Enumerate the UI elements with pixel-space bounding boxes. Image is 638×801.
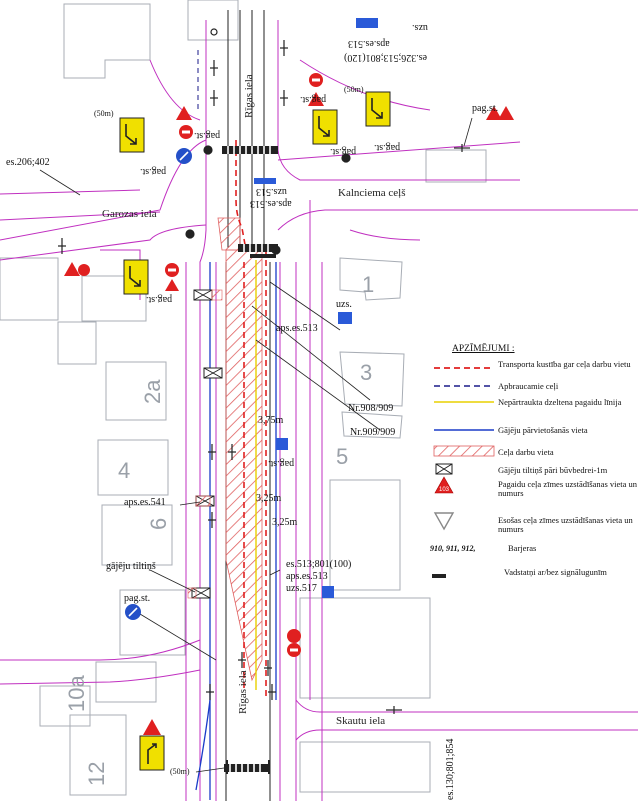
- legend-item-label: Gājēju pārvietošanās vieta: [498, 425, 588, 435]
- house-number: 3: [360, 360, 373, 385]
- pag-st-label: pag.st.: [472, 103, 499, 114]
- annotation-uzs-513: uzs.513: [256, 186, 287, 197]
- street-kalnciema: Kalnciema ceļš: [338, 187, 406, 199]
- annotation-es-130-801-854: es.130;801;854: [445, 738, 456, 800]
- zebra-crossings: [222, 146, 278, 772]
- house-number: 2a: [140, 379, 165, 404]
- pag-st-label: pag.st.: [194, 130, 221, 141]
- pag-st-label: pag.st.: [300, 94, 327, 105]
- legend-item-label: Gājēju tiltiņš pāri būvbedrei-1m: [498, 465, 608, 475]
- house-number: 5: [336, 444, 349, 469]
- annotation-uzs-mid: uzs.: [336, 299, 352, 310]
- annotation-dist-375: 3,75m: [258, 415, 284, 426]
- leader-lines: [39, 117, 473, 773]
- house-number: 12: [84, 761, 109, 786]
- pag-st-label: pag.st.: [330, 146, 357, 157]
- annotation-dist-325a: 3,25m: [256, 493, 282, 504]
- pedestrian-paths: [195, 262, 277, 800]
- annotation-nr-908-909: Nr.908/909: [348, 403, 394, 414]
- legend-item-label: Barjeras: [508, 543, 537, 553]
- legend-item-label: Nepārtraukta dzeltena pagaidu līnija: [498, 397, 622, 407]
- annotation-gajeju-tiltins: gājēju tiltiņš: [106, 561, 156, 572]
- house-number: 10a: [64, 675, 89, 712]
- house-number: 6: [146, 517, 171, 530]
- annotation-aps-es-513-low: aps.es.513: [286, 571, 328, 582]
- pag-st-label: pag.st.: [268, 458, 295, 469]
- pag-st-label: pag.st.: [374, 142, 401, 153]
- annotation-dist-50-top-left: (50m): [94, 109, 114, 118]
- annotation-uzs-top: uzs.: [412, 22, 428, 33]
- pedestrian-bridge-icons: [191, 289, 223, 599]
- lane-shift-sign-icons: [119, 91, 391, 771]
- house-number: 1: [362, 272, 375, 297]
- annotation-aps-es-541: aps.es.541: [124, 497, 166, 508]
- light-post-icons: [58, 28, 470, 714]
- legend-symbols: 103: [432, 367, 495, 578]
- annotation-uzs-517: uzs.517: [286, 583, 317, 594]
- blue-info-sign-icons: [254, 18, 378, 598]
- pag-st-label: pag.st.: [146, 294, 173, 305]
- annotation-dist-50-top-right: (50m): [344, 85, 364, 94]
- annotation-nr-909-909: Nr.909/909: [350, 427, 396, 438]
- bridge-hatch: [187, 289, 223, 599]
- street-skautu: Skautu iela: [336, 715, 386, 727]
- traffic-route: [235, 140, 267, 700]
- annotation-dist-325b: 3,25m: [272, 517, 298, 528]
- legend-item-label: Ceļa darbu vieta: [498, 447, 554, 457]
- zebra-gaps: [227, 146, 271, 772]
- annotation-aps-es-513-top: aps.es.513: [348, 38, 390, 49]
- road-outlines: [0, 20, 638, 801]
- street-garozas: Garozas iela: [102, 208, 157, 220]
- annotation-es-513-801: es.513;801(100): [286, 559, 352, 570]
- legend-item-label: Transporta kustība gar ceļa darbu vietu: [498, 359, 631, 369]
- annotation-aps-es-513-upper: aps.es.513: [250, 198, 292, 209]
- annotation-es-326-513: es.326;513;801(120): [344, 52, 428, 63]
- legend-item-label: Esošas ceļa zīmes uzstādīšanas vieta un …: [498, 515, 633, 534]
- legend-item-label: Pagaidu ceļa zīmes uzstādīšanas vieta un…: [498, 479, 638, 498]
- street-rigas-bottom: Rīgas iela: [237, 670, 249, 714]
- warning-sign-icons: [64, 73, 514, 735]
- legend-item-label: Apbraucamie ceļi: [498, 381, 559, 391]
- pag-st-label: pag.st.: [140, 166, 167, 177]
- annotation-dist-50-bottom: (50m): [170, 767, 190, 776]
- house-number: 4: [118, 458, 131, 483]
- street-rigas-top: Rīgas iela: [243, 74, 255, 118]
- legend-title: APZĪMĒJUMI :: [452, 344, 515, 354]
- svg-text:103: 103: [439, 487, 450, 493]
- building-outlines: [0, 0, 487, 796]
- annotation-es-206-402: es.206;402: [6, 157, 50, 168]
- mandatory-direction-icons: [125, 148, 192, 620]
- barrier-codes: 910, 911, 912,: [430, 544, 476, 553]
- barrier-icons: [226, 254, 276, 774]
- annotation-aps-es-513-mid: aps.es.513: [276, 323, 318, 334]
- pag-st-label: pag.st.: [124, 593, 151, 604]
- legend-item-label: Vadstatņi ar/bez signālugunīm: [504, 567, 607, 577]
